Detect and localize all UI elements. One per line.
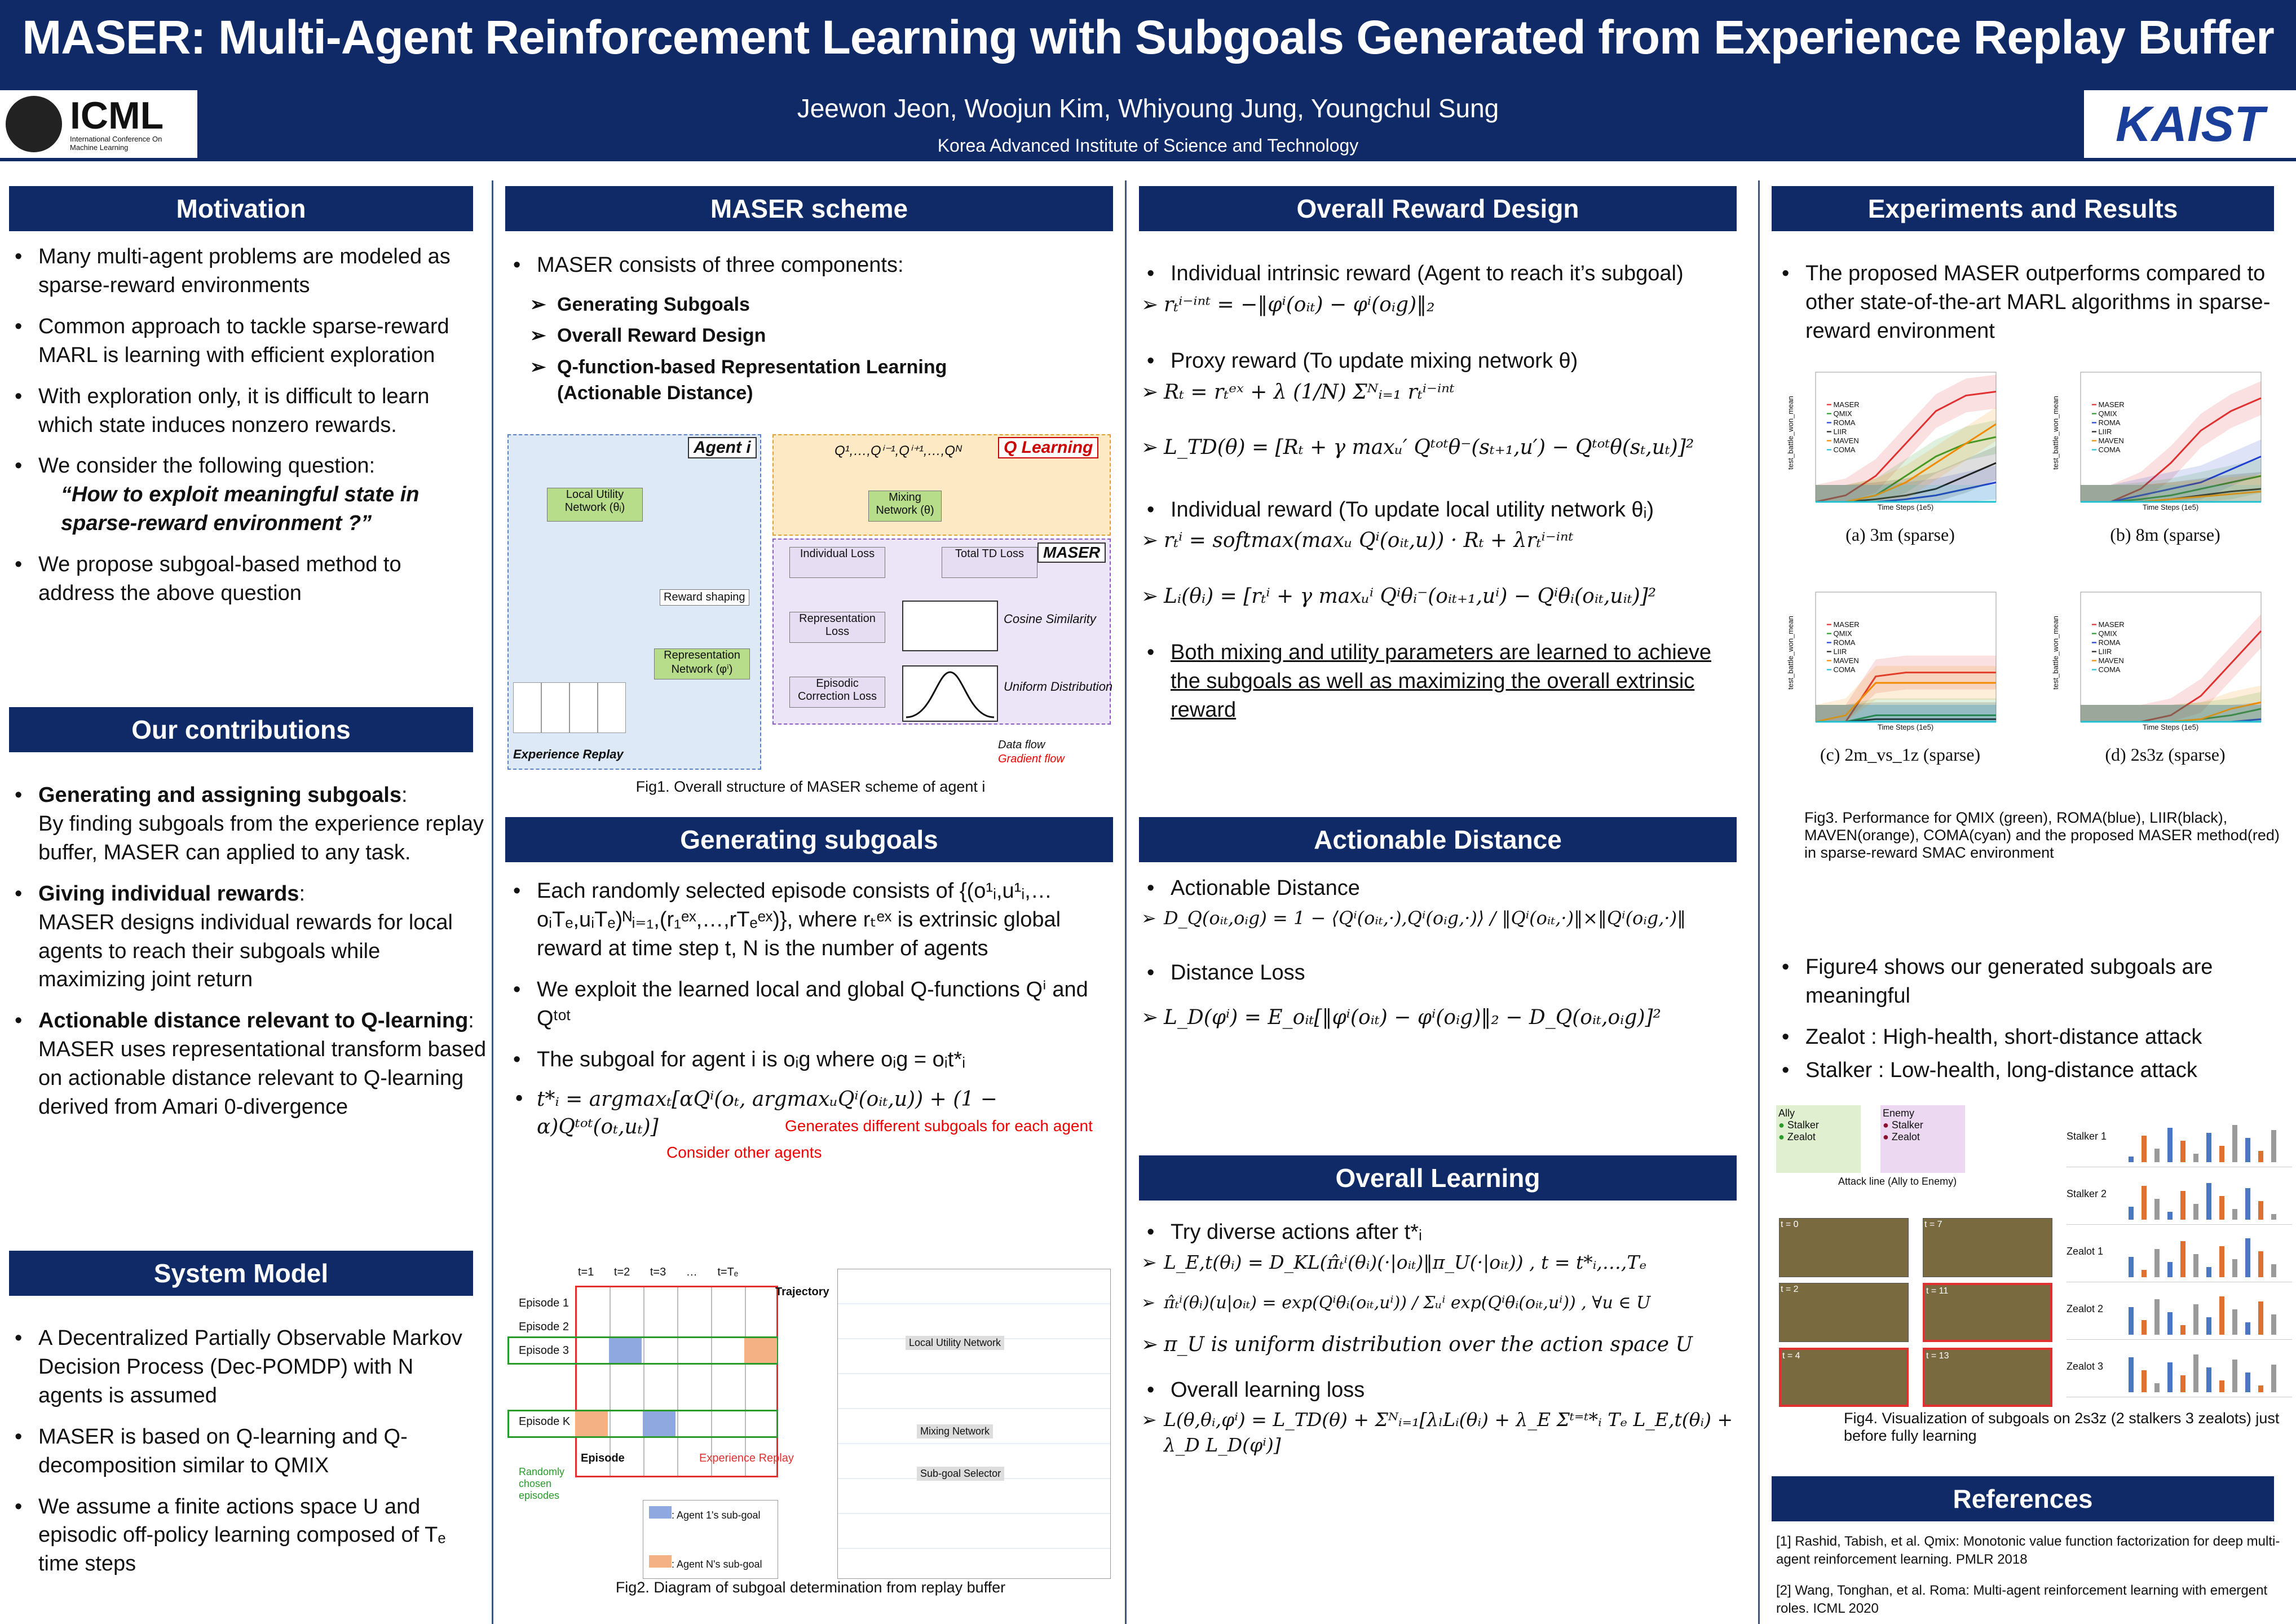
section-header-actionable-distance: Actionable Distance: [1139, 817, 1737, 862]
plot-caption: (a) 3m (sparse): [1845, 524, 1955, 545]
band-COMA: [2081, 485, 2261, 502]
band-LIIR: [1816, 702, 1996, 722]
fig4-caption: Fig4. Visualization of subgoals on 2s3z …: [1844, 1410, 2280, 1444]
scheme-body: MASER consists of three components: Gene…: [507, 251, 1111, 412]
band-LIIR: [2081, 472, 2261, 502]
subgoal-frame: t = 11: [1923, 1283, 2052, 1342]
unit-bar-chart: Stalker 2: [2067, 1171, 2292, 1225]
fig1-maser-diagram: Agent i Q Learning MASER Q¹,…,Qⁱ⁻¹,Qⁱ⁺¹,…: [507, 434, 1114, 773]
references-list: [1] Rashid, Tabish, et al. Qmix: Monoton…: [1776, 1533, 2284, 1618]
fig4-legend: Ally● Stalker● Zealot Enemy● Stalker● Ze…: [1776, 1105, 2052, 1187]
reference-item: [2] Wang, Tonghan, et al. Roma: Multi-ag…: [1776, 1582, 2268, 1617]
reward-body: Individual intrinsic reward (Agent to re…: [1141, 259, 1739, 737]
plot-legend: ━ MASER━ QMIX━ ROMA━ LIIR━ MAVEN━ COMA: [1827, 400, 1860, 454]
section-header-overall-learning: Overall Learning: [1139, 1155, 1737, 1201]
band-QMIX: [2081, 459, 2261, 502]
plot-legend: ━ MASER━ QMIX━ ROMA━ LIIR━ MAVEN━ COMA: [2092, 620, 2125, 674]
section-header-references: References: [1772, 1476, 2274, 1521]
motivation-body: Many multi-agent problems are modeled as…: [9, 242, 483, 620]
band-ROMA: [2081, 702, 2261, 722]
band-QMIX: [1816, 420, 1996, 502]
subgoal-frame: t = 13: [1923, 1348, 2052, 1407]
unit-bar-chart: Zealot 2: [2067, 1286, 2292, 1340]
column-divider: [492, 180, 493, 1624]
poster-header: MASER: Multi-Agent Reinforcement Learnin…: [0, 0, 2296, 161]
plot-caption: (d) 2s3z (sparse): [2105, 744, 2226, 765]
series-MAVEN: [1815, 682, 1996, 723]
section-header-reward-design: Overall Reward Design: [1139, 186, 1737, 231]
system-body: A Decentralized Partially Observable Mar…: [9, 1324, 483, 1591]
gen-body: Each randomly selected episode consists …: [507, 877, 1111, 1176]
authors: Jeewon Jeon, Woojun Kim, Whiyoung Jung, …: [797, 94, 1499, 123]
subgoal-frame: t = 2: [1779, 1283, 1909, 1342]
section-header-experiments: Experiments and Results: [1772, 186, 2274, 231]
band-ROMA: [2081, 439, 2261, 502]
actionable-body: Actionable Distance D_Q(oᵢₜ,oᵢg) = 1 − ⟨…: [1141, 874, 1739, 1044]
experiments-body2: Figure4 shows our generated subgoals are…: [1776, 953, 2284, 1097]
reference-item: [1] Rashid, Tabish, et al. Qmix: Monoton…: [1776, 1534, 2280, 1568]
poster-title: MASER: Multi-Agent Reinforcement Learnin…: [22, 11, 2275, 64]
kaist-logo: KAIST: [2084, 90, 2296, 158]
section-header-system-model: System Model: [9, 1251, 473, 1296]
series-MASER: [1815, 391, 1997, 503]
subgoal-frame: t = 0: [1779, 1218, 1909, 1277]
unit-bar-chart: Zealot 3: [2067, 1344, 2292, 1397]
plot-legend: ━ MASER━ QMIX━ ROMA━ LIIR━ MAVEN━ COMA: [2092, 400, 2125, 454]
band-LIIR: [1816, 446, 1996, 502]
fig1-caption: Fig1. Overall structure of MASER scheme …: [635, 778, 986, 795]
plot-legend: ━ MASER━ QMIX━ ROMA━ LIIR━ MAVEN━ COMA: [1827, 620, 1860, 674]
fig3-caption: Fig3. Performance for QMIX (green), ROMA…: [1804, 809, 2280, 861]
subgoal-frame: t = 7: [1923, 1218, 2052, 1277]
plot-caption: (b) 8m (sparse): [2110, 524, 2220, 545]
band-MAVEN: [2081, 685, 2261, 722]
band-COMA: [1816, 485, 1996, 502]
uniform-curve-icon: [906, 671, 995, 718]
unit-bar-chart: Zealot 1: [2067, 1229, 2292, 1282]
section-header-motivation: Motivation: [9, 186, 473, 231]
contributions-body: Generating and assigning subgoals:By fin…: [9, 781, 491, 1134]
experiments-intro: The proposed MASER outperforms compared …: [1776, 259, 2284, 358]
icml-emblem-icon: [6, 96, 62, 152]
unit-bar-chart: Stalker 1: [2067, 1114, 2292, 1167]
band-COMA: [1816, 705, 1996, 722]
section-header-maser-scheme: MASER scheme: [505, 186, 1113, 231]
band-MASER: [2081, 614, 2261, 722]
section-header-generating-subgoals: Generating subgoals: [505, 817, 1113, 862]
learning-body: Try diverse actions after t*ᵢ L_E,t(θᵢ) …: [1141, 1218, 1739, 1470]
band-MAVEN: [1816, 666, 1996, 722]
band-MASER: [2081, 381, 2261, 502]
affiliation: Korea Advanced Institute of Science and …: [937, 135, 1359, 156]
key-question: “How to exploit meaningful state in spar…: [61, 483, 420, 536]
band-LIIR: [2081, 705, 2261, 722]
fig2-caption: Fig2. Diagram of subgoal determination f…: [615, 1579, 1006, 1596]
column-divider: [1758, 180, 1760, 1624]
section-header-contributions: Our contributions: [9, 707, 473, 752]
column-divider: [1125, 180, 1127, 1624]
plot-caption: (c) 2m_vs_1z (sparse): [1820, 744, 1981, 765]
subgoal-frame: t = 4: [1779, 1348, 1909, 1407]
band-MASER: [1816, 374, 1996, 502]
band-ROMA: [1816, 705, 1996, 722]
band-COMA: [2081, 705, 2261, 722]
